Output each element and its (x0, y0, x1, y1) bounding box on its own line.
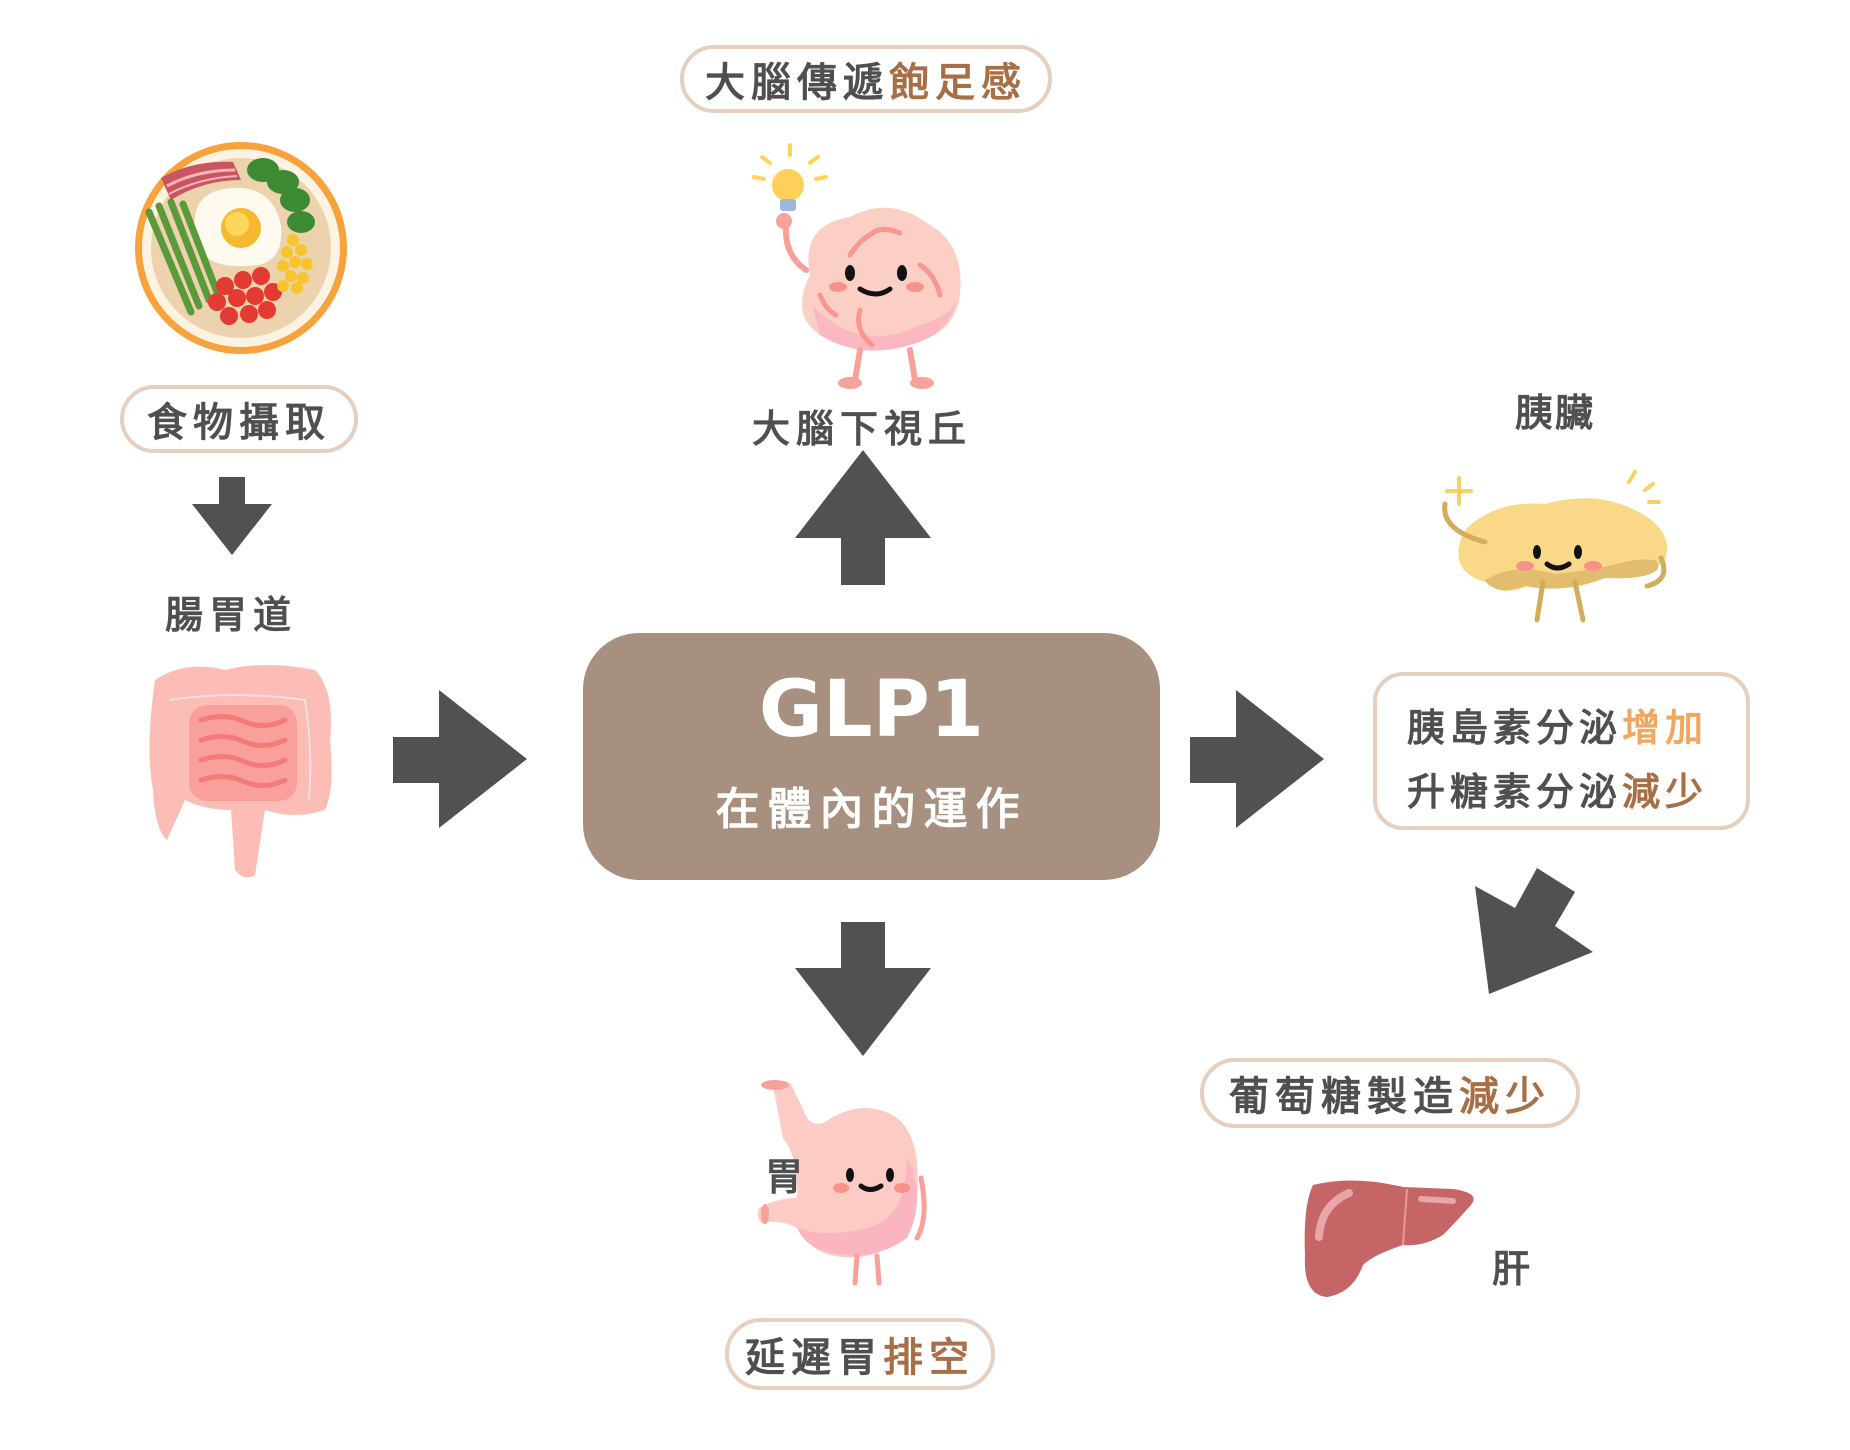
gut-label: 腸胃道 (165, 593, 298, 637)
glucagon-line: 升糖素分泌減少 (1407, 770, 1709, 814)
tomatoes-icon (208, 267, 282, 325)
egg-icon (194, 187, 282, 267)
brain-label: 大腦下視丘 (752, 407, 973, 451)
glucagon-decrease: 減少 (1622, 770, 1709, 814)
brain-satiety-pill: 大腦傳遞飽足感 (680, 45, 1052, 113)
glp1-center-box: GLP1 在體內的運作 (583, 633, 1160, 880)
arrow-right-icon (1190, 690, 1324, 828)
insulin-increase: 增加 (1622, 706, 1709, 750)
stomach-label: 胃 (765, 1155, 804, 1199)
pancreas-effects-box: 胰島素分泌增加 升糖素分泌減少 (1373, 672, 1750, 830)
liver-effect-prefix: 葡萄糖製造 (1229, 1074, 1459, 1120)
liver-illustration (1304, 1180, 1474, 1297)
liver-label: 肝 (1492, 1247, 1531, 1291)
pancreas-label: 胰臟 (1515, 391, 1596, 435)
liver-effect-highlight: 減少 (1459, 1074, 1551, 1120)
insulin-line: 胰島素分泌增加 (1407, 706, 1709, 750)
stomach-illustration (757, 1080, 927, 1286)
asparagus-icon (145, 198, 221, 316)
stomach-effect-highlight: 排空 (883, 1335, 975, 1381)
bacon-icon (161, 161, 241, 200)
lightbulb-icon (752, 143, 828, 211)
glp1-title: GLP1 (758, 665, 985, 755)
intestine-illustration (149, 665, 332, 878)
food-plate-illustration (135, 142, 347, 354)
glucose-production-pill: 葡萄糖製造減少 (1200, 1058, 1580, 1128)
spinach-icon (247, 158, 315, 233)
food-intake-pill: 食物攝取 (120, 385, 358, 453)
arrow-up-icon (795, 450, 931, 585)
glp1-subtitle: 在體內的運作 (715, 784, 1028, 835)
brain-illustration (752, 143, 961, 389)
gastric-emptying-pill: 延遲胃排空 (725, 1318, 995, 1390)
corn-icon (277, 234, 313, 294)
brain-effect-highlight: 飽足感 (889, 60, 1027, 106)
food-intake-label: 食物攝取 (147, 400, 331, 446)
brain-effect-prefix: 大腦傳遞 (705, 60, 889, 106)
stomach-effect-prefix: 延遲胃 (745, 1335, 883, 1381)
arrow-down-left-icon (1475, 868, 1593, 994)
arrow-right-icon (393, 690, 527, 828)
arrow-down-icon (192, 477, 272, 555)
pancreas-illustration (1442, 470, 1667, 623)
arrow-down-icon (795, 922, 931, 1056)
